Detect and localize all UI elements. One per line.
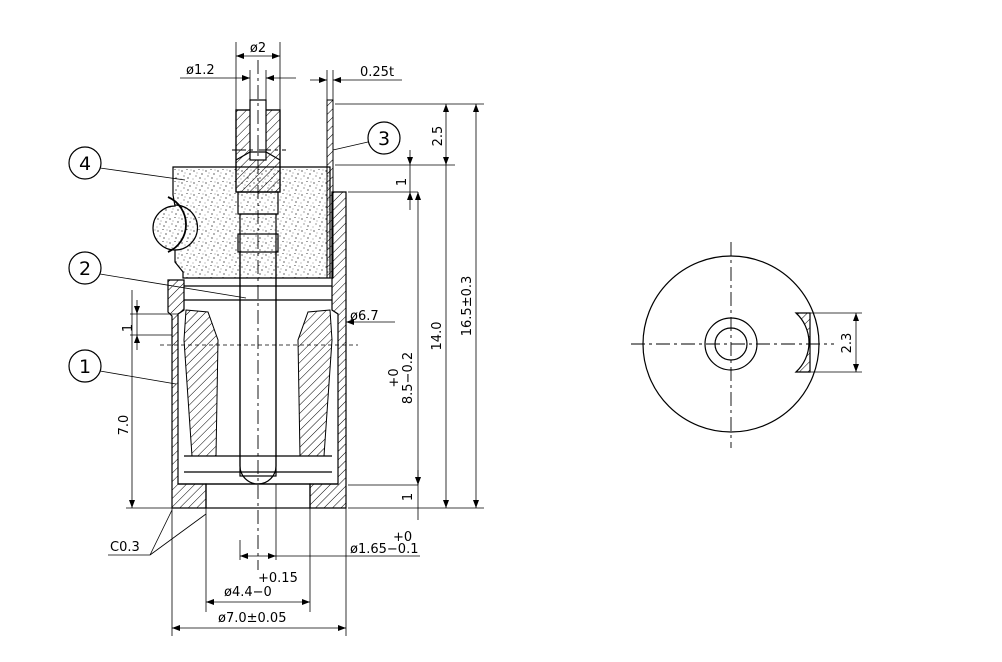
dim-cup-height: 7.0 xyxy=(117,415,132,436)
dim-pin-diameter: ø2 xyxy=(250,41,266,56)
spring-right xyxy=(297,309,333,457)
dim-cavity-lower: 8.5−0.2 xyxy=(401,352,416,404)
dimensions: ø2 ø1.2 0.25t 2.5 1 xyxy=(108,41,484,636)
dim-base-thickness: 1 xyxy=(401,493,416,501)
balloon-1 xyxy=(68,349,102,383)
balloon-3 xyxy=(367,121,401,155)
dim-inner-upper: +0.15 xyxy=(258,571,298,586)
dim-overall-height: 16.5±0.3 xyxy=(460,276,475,337)
svg-text:1: 1 xyxy=(79,356,91,378)
dim-slot-width: 2.3 xyxy=(840,333,855,354)
svg-text:3: 3 xyxy=(378,128,390,150)
dim-tip-lower: ø1.65−0.1 xyxy=(350,542,418,557)
section-view xyxy=(152,60,358,570)
foam-fill xyxy=(152,166,331,279)
dim-outer-diameter: ø7.0±0.05 xyxy=(218,611,286,626)
dim-inner-lower: ø4.4−0 xyxy=(224,585,272,600)
foam-notch xyxy=(167,196,187,253)
dim-tip-upper: +0 xyxy=(393,530,412,545)
balloons: 4 2 1 3 xyxy=(68,121,401,385)
dim-sleeve-gap: 1 xyxy=(121,324,136,332)
balloon-4 xyxy=(68,146,102,180)
dim-pin-bore: ø1.2 xyxy=(186,63,215,78)
dim-groove-diameter: ø6.7 xyxy=(350,309,379,324)
dim-cavity-upper: +0 xyxy=(387,368,402,387)
svg-text:4: 4 xyxy=(79,153,91,175)
end-view-slot xyxy=(794,312,811,373)
spring-left xyxy=(183,309,219,457)
dim-tab-step: 1 xyxy=(395,178,410,186)
sheet-tab xyxy=(326,99,334,279)
dim-tab-height: 2.5 xyxy=(431,126,446,147)
dim-chamfer: C0.3 xyxy=(110,540,140,555)
balloon-2 xyxy=(68,251,102,285)
dim-sheet-thickness: 0.25t xyxy=(360,65,394,80)
svg-text:2: 2 xyxy=(79,258,91,280)
end-view: 2.3 xyxy=(631,242,862,448)
dim-body-height: 14.0 xyxy=(430,322,445,351)
